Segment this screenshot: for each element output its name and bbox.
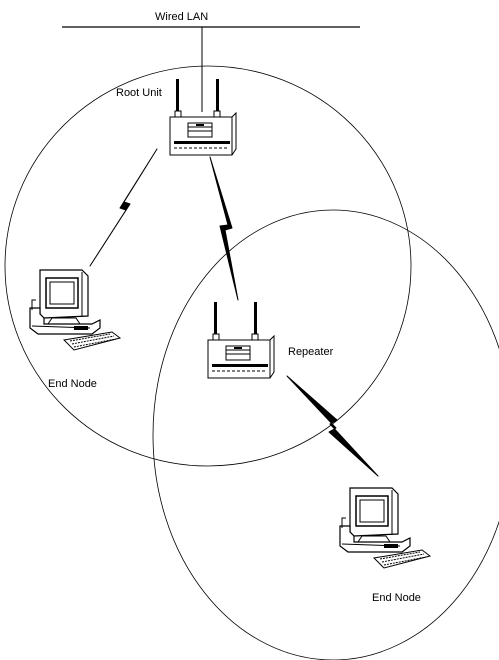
radio-link-repeater-endnode [286, 375, 379, 477]
repeater-coverage-circle [152, 209, 499, 660]
root-unit-device [169, 78, 237, 156]
repeater-label: Repeater [288, 346, 334, 358]
root-coverage-circle [4, 65, 412, 467]
end-node-computer-2 [339, 487, 431, 569]
end-node-label-1: End Node [48, 378, 97, 390]
end-node-computer-1 [29, 269, 121, 351]
root-unit-label: Root Unit [116, 87, 162, 99]
radio-link-root-endnode [89, 148, 158, 267]
radio-link-root-repeater [209, 156, 239, 301]
end-node-label-2: End Node [372, 592, 421, 604]
wired-lan-label: Wired LAN [155, 11, 208, 23]
repeater-device [207, 301, 275, 379]
